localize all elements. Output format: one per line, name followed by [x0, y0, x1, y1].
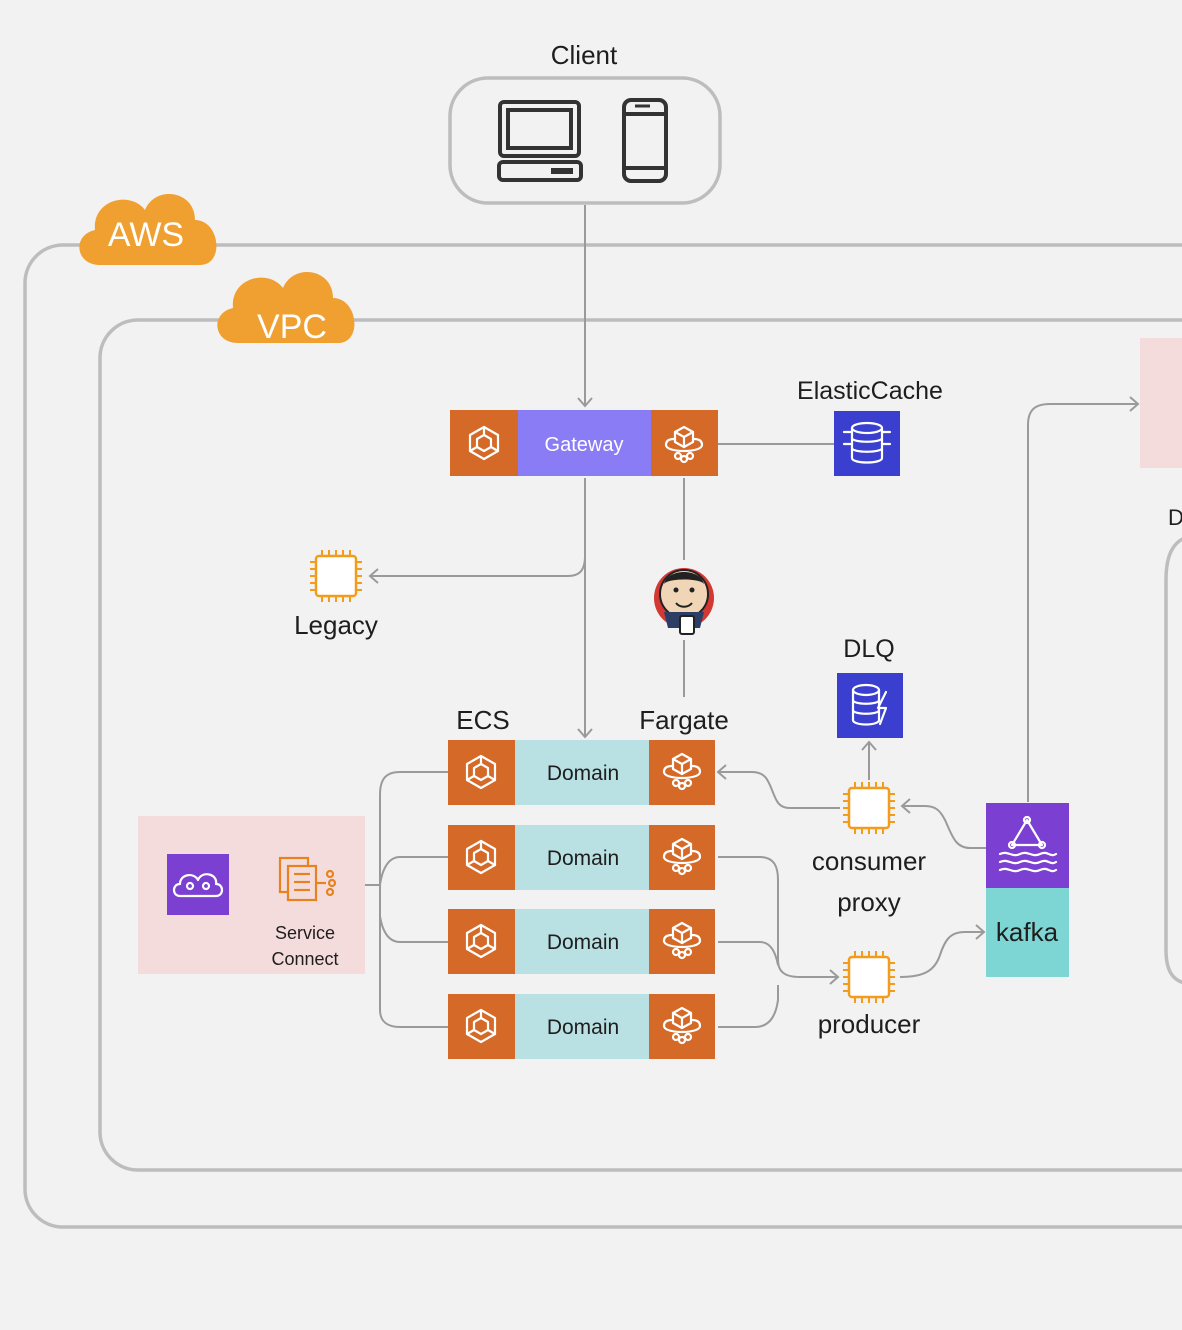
- aws-label: AWS: [108, 216, 184, 254]
- laptop-icon: [497, 100, 583, 182]
- ecs-column-label: ECS: [456, 705, 509, 735]
- service-connect-label-2: Connect: [271, 949, 338, 969]
- kafka-block: kafka: [986, 803, 1069, 977]
- dlq-label: DLQ: [843, 635, 894, 663]
- service-connect-icon: [278, 856, 337, 902]
- domain-label: Domain: [547, 762, 619, 785]
- legacy-label: Legacy: [294, 610, 378, 640]
- domain-label: Domain: [547, 847, 619, 870]
- producer-label: producer: [818, 1009, 921, 1039]
- client-label: Client: [551, 40, 618, 70]
- service-connect-label-1: Service: [275, 923, 335, 943]
- domain-label: Domain: [547, 931, 619, 954]
- aws-boundary: [23, 243, 1182, 1229]
- jenkins-icon: [654, 568, 714, 635]
- service-connect-panel: Service Connect: [138, 816, 365, 974]
- right-partial-container: [1164, 537, 1182, 985]
- consumer-proxy-label-1: consumer: [812, 846, 926, 876]
- consumer-proxy-label-2: proxy: [837, 887, 901, 917]
- domain-row: Domain: [448, 740, 715, 805]
- msk-icon: [998, 815, 1058, 873]
- gateway-label: Gateway: [545, 434, 624, 456]
- producer-chip-icon: [841, 949, 897, 1005]
- kafka-label: kafka: [996, 917, 1059, 947]
- legacy-chip-icon: [308, 548, 364, 604]
- vpc-boundary: [98, 318, 1182, 1172]
- cloud-map-icon: [167, 854, 229, 915]
- client-box: [448, 76, 722, 205]
- domain-label: Domain: [547, 1016, 619, 1039]
- domain-row: Domain: [448, 994, 715, 1059]
- database-cache-icon: [834, 411, 900, 476]
- elasticache-label: ElasticCache: [797, 377, 943, 405]
- domain-row: Domain: [448, 825, 715, 890]
- database-lightning-icon: [837, 673, 903, 738]
- domain-row: Domain: [448, 909, 715, 974]
- phone-icon: [622, 98, 668, 183]
- vpc-label: VPC: [257, 308, 327, 346]
- gateway-block: [450, 410, 718, 476]
- consumer-proxy-chip-icon: [841, 780, 897, 836]
- right-partial-label: D: [1168, 505, 1182, 530]
- fargate-column-label: Fargate: [639, 705, 729, 735]
- right-partial-panel: [1140, 338, 1182, 468]
